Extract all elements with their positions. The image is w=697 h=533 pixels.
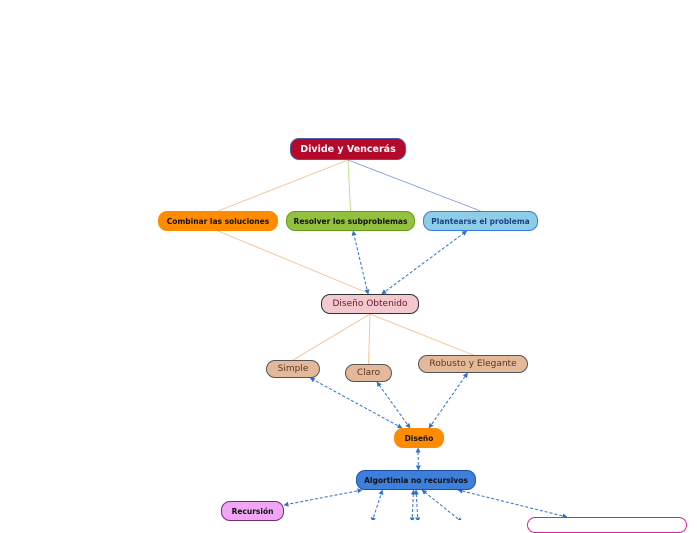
node-label: Plantearse el problema <box>431 217 529 226</box>
node-label: Recursión <box>232 507 274 516</box>
node-label: Resolver los subproblemas <box>294 217 408 226</box>
node-disob[interactable]: Diseño Obtenido <box>321 294 419 314</box>
node-claro[interactable]: Claro <box>345 364 392 382</box>
node-algo[interactable]: Algortimia no recursivos <box>356 470 476 490</box>
relation-edge-disob-plant <box>382 231 467 294</box>
relation-edge-offscreen-0 <box>372 490 382 520</box>
tree-edge-root-resol <box>348 160 351 211</box>
relation-edge-diseno-simple <box>310 378 402 428</box>
node-simple[interactable]: Simple <box>266 360 320 378</box>
node-diseno[interactable]: Diseño <box>394 428 444 448</box>
node-label: Claro <box>357 368 380 378</box>
node-label: Robusto y Elegante <box>429 359 516 369</box>
node-label: Simple <box>278 364 309 374</box>
tree-edge-comb-disob <box>218 231 370 294</box>
node-magenta[interactable] <box>527 517 687 533</box>
tree-edge-disob-simple <box>293 314 370 360</box>
relation-edge-offscreen-3 <box>422 490 462 520</box>
tree-edge-disob-robusto <box>370 314 473 355</box>
relation-edge-offscreen-1 <box>412 490 414 520</box>
node-label: Combinar las soluciones <box>167 217 269 226</box>
node-resol[interactable]: Resolver los subproblemas <box>286 211 415 231</box>
node-label: Divide y Vencerás <box>300 144 396 155</box>
relation-edge-disob-resol <box>353 231 368 294</box>
node-recur[interactable]: Recursión <box>221 501 284 521</box>
node-root[interactable]: Divide y Vencerás <box>290 138 406 160</box>
tree-edge-disob-claro <box>369 314 371 364</box>
tree-edge-root-plant <box>348 160 481 211</box>
node-robusto[interactable]: Robusto y Elegante <box>418 355 528 373</box>
relation-edge-diseno-claro <box>377 382 410 428</box>
node-plant[interactable]: Plantearse el problema <box>423 211 538 231</box>
relation-edge-algo-recur <box>284 490 362 505</box>
tree-edge-root-comb <box>218 160 348 211</box>
node-label: Diseño <box>405 434 434 443</box>
node-comb[interactable]: Combinar las soluciones <box>158 211 278 231</box>
relation-edge-offscreen-2 <box>416 490 418 520</box>
relation-edge-magenta-algo <box>458 490 567 517</box>
node-label: Algortimia no recursivos <box>364 476 468 485</box>
mind-map-connectors <box>0 0 697 520</box>
relation-edge-diseno-robusto <box>429 373 468 428</box>
node-label: Diseño Obtenido <box>332 299 407 309</box>
